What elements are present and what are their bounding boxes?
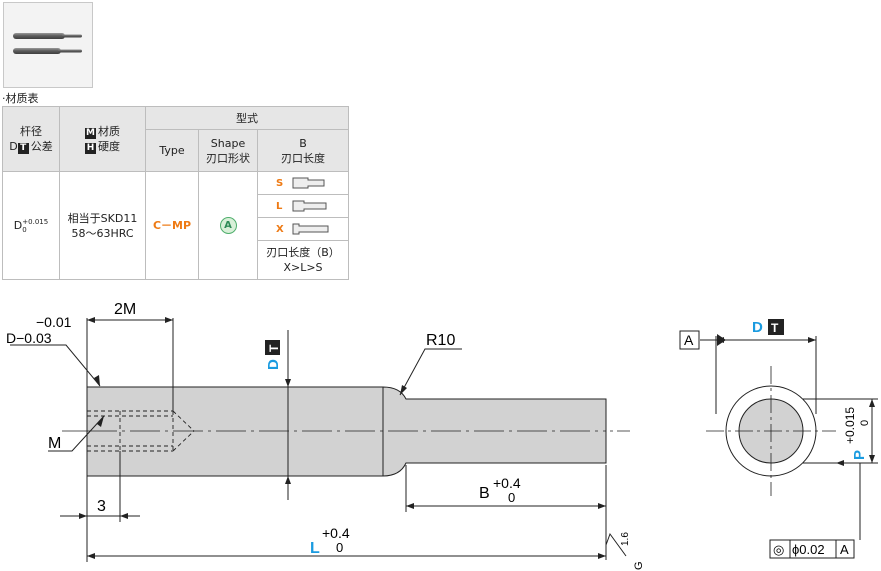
shank-body bbox=[86, 386, 384, 477]
table-title: ·材质表 bbox=[2, 92, 39, 105]
punch-tip bbox=[382, 386, 607, 477]
svg-text:G: G bbox=[633, 561, 645, 570]
svg-text:+0.4: +0.4 bbox=[493, 475, 521, 491]
cell-type: C－MP bbox=[145, 171, 199, 280]
b-label: B bbox=[479, 485, 490, 502]
cell-length-x: X bbox=[257, 217, 349, 241]
end-view-dt-label: D T bbox=[752, 319, 784, 336]
cell-length-note: 刃口长度（B）X>L>S bbox=[257, 240, 349, 280]
long-punch-icon bbox=[292, 200, 327, 212]
d-tolerance-upper: −0.01 bbox=[36, 314, 72, 330]
svg-text:0: 0 bbox=[508, 490, 515, 505]
l-label: L bbox=[310, 540, 320, 557]
dim-m: M bbox=[48, 435, 61, 452]
header-type: Type bbox=[145, 129, 199, 172]
p-label: P +0.015 0 bbox=[843, 407, 871, 460]
dim-3: 3 bbox=[97, 498, 106, 515]
r10-label: R10 bbox=[426, 332, 455, 349]
dim-2m: 2M bbox=[114, 301, 136, 318]
header-group: 型式 bbox=[145, 105, 349, 131]
svg-text:+0.4: +0.4 bbox=[322, 525, 350, 541]
cell-shape: A bbox=[198, 171, 258, 280]
extra-long-punch-icon bbox=[292, 223, 329, 235]
svg-text:T: T bbox=[771, 321, 779, 335]
svg-text:0: 0 bbox=[336, 540, 343, 555]
concentricity-frame bbox=[769, 539, 855, 559]
svg-text:+0.015: +0.015 bbox=[843, 407, 857, 444]
tapped-hole bbox=[87, 410, 195, 452]
svg-text:0: 0 bbox=[859, 420, 871, 426]
svg-text:1.6: 1.6 bbox=[620, 532, 631, 546]
d-tolerance-lower: D−0.03 bbox=[6, 330, 52, 346]
datum-a: A bbox=[684, 332, 694, 348]
short-punch-icon bbox=[292, 177, 325, 189]
shape-a-badge: A bbox=[219, 217, 237, 234]
svg-text:D: D bbox=[265, 359, 282, 370]
product-thumbnail bbox=[3, 2, 93, 88]
svg-text:D: D bbox=[752, 319, 763, 336]
roughness-mark: 1.6 bbox=[620, 532, 631, 546]
punch-photo-icon bbox=[13, 33, 82, 54]
datum-a-box bbox=[679, 330, 700, 350]
svg-text:T: T bbox=[267, 344, 281, 352]
concentricity-value: ϕ0.02 bbox=[792, 542, 825, 557]
dt-label: D T bbox=[265, 340, 282, 370]
svg-text:P: P bbox=[851, 450, 868, 460]
cell-length-l: L bbox=[257, 194, 349, 218]
concentricity-datum: A bbox=[840, 542, 849, 557]
concentricity-icon: ◎ bbox=[773, 542, 784, 557]
